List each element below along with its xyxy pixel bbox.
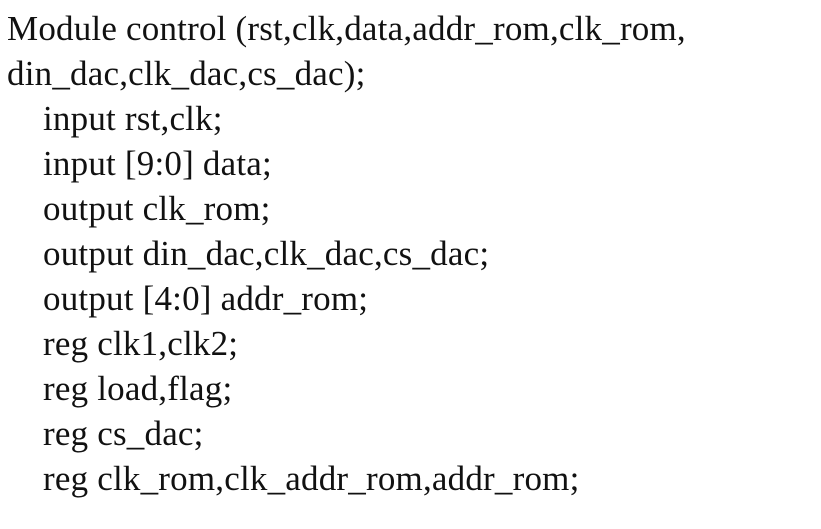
code-line: din_dac,clk_dac,cs_dac); [7,54,366,93]
code-line: output [4:0] addr_rom; [43,279,369,318]
code-line: Module control (rst,clk,data,addr_rom,cl… [7,9,686,48]
code-line: reg cs_dac; [43,414,204,453]
code-line: output din_dac,clk_dac,cs_dac; [43,234,490,273]
code-line: input [9:0] data; [43,144,272,183]
code-line: reg clk1,clk2; [43,324,239,363]
code-line: reg load,flag; [43,369,233,408]
code-line: output clk_rom; [43,189,271,228]
code-line: reg clk_rom,clk_addr_rom,addr_rom; [43,459,580,498]
code-line: input rst,clk; [43,99,223,138]
